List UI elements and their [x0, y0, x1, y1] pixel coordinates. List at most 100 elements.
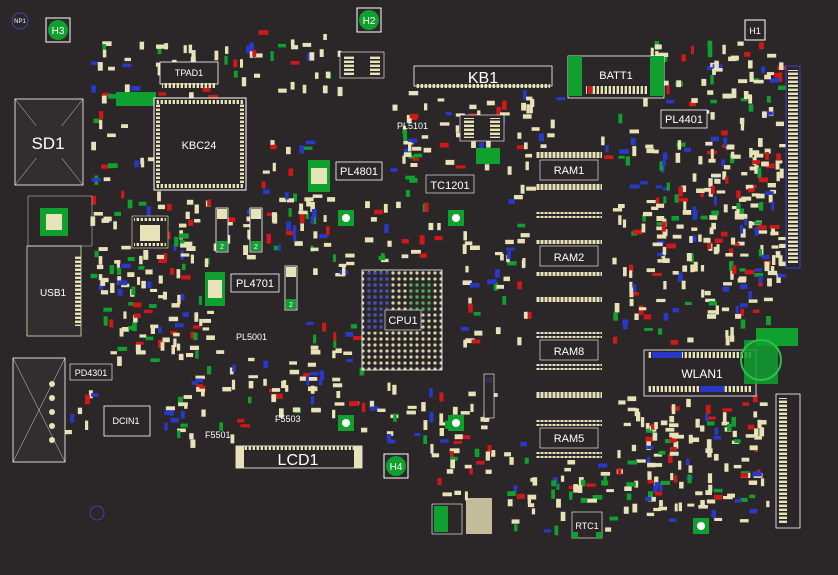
- passive-pad: [485, 469, 492, 474]
- passive-pad: [775, 251, 781, 258]
- passive-pad: [491, 393, 498, 397]
- svg-text:USB1: USB1: [40, 288, 67, 299]
- passive-pad: [672, 308, 679, 313]
- ram1-chip: RAM1: [536, 152, 602, 218]
- passive-pad: [262, 170, 270, 174]
- wlan1-module: WLAN1: [643, 328, 798, 397]
- svg-text:RAM2: RAM2: [554, 252, 585, 264]
- passive-pad: [307, 53, 311, 61]
- passive-pad: [145, 269, 153, 275]
- tpad1-connector: TPAD1: [159, 61, 219, 88]
- passive-pad: [85, 394, 90, 405]
- passive-pad: [392, 104, 398, 111]
- svg-text:RAM1: RAM1: [554, 165, 585, 177]
- passive-pad: [651, 423, 656, 430]
- passive-pad: [189, 433, 194, 440]
- passive-pad: [613, 336, 618, 344]
- passive-pad: [740, 497, 748, 502]
- passive-pad: [119, 328, 124, 337]
- passive-pad: [258, 30, 269, 35]
- passive-pad: [455, 165, 466, 169]
- passive-pad: [403, 129, 408, 139]
- passive-pad: [707, 310, 716, 314]
- passive-pad: [157, 191, 161, 202]
- passive-pad: [453, 440, 463, 444]
- passive-pad: [319, 370, 325, 381]
- passive-pad: [263, 189, 270, 195]
- passive-pad: [765, 191, 774, 195]
- passive-pad: [477, 110, 481, 119]
- passive-pad: [139, 255, 143, 265]
- passive-pad: [202, 318, 211, 323]
- passive-pad: [652, 273, 662, 276]
- passive-pad: [658, 52, 669, 57]
- hole-h2: H2: [356, 7, 382, 33]
- passive-pad: [468, 303, 473, 313]
- passive-pad: [691, 235, 697, 242]
- passive-pad: [724, 463, 729, 472]
- passive-pad: [195, 350, 199, 359]
- passive-pad: [350, 324, 358, 329]
- passive-pad: [744, 52, 751, 57]
- passive-pad: [286, 146, 291, 155]
- passive-pad: [655, 185, 662, 189]
- svg-text:NP1: NP1: [14, 19, 26, 25]
- passive-pad: [662, 159, 666, 166]
- passive-pad: [706, 416, 716, 420]
- passive-pad: [332, 409, 336, 419]
- passive-pad: [677, 272, 683, 282]
- passive-pad: [502, 100, 507, 110]
- passive-pad: [271, 394, 277, 403]
- passive-pad: [741, 457, 750, 462]
- passive-pad: [191, 381, 199, 385]
- svg-text:CPU1: CPU1: [388, 315, 417, 327]
- passive-pad: [705, 298, 716, 302]
- passive-pad: [726, 144, 735, 150]
- passive-pad: [556, 498, 561, 508]
- passive-pad: [327, 197, 336, 202]
- passive-pad: [158, 295, 167, 299]
- passive-pad: [560, 511, 566, 521]
- pl4701-inductor: PL4701: [205, 272, 280, 306]
- passive-pad: [626, 493, 632, 501]
- passive-pad: [97, 62, 103, 71]
- passive-pad: [405, 190, 411, 197]
- passive-pad: [601, 480, 609, 486]
- passive-pad: [705, 141, 713, 146]
- passive-pad: [336, 391, 341, 399]
- passive-pad: [383, 203, 388, 213]
- passive-pad: [150, 324, 155, 334]
- passive-pad: [176, 343, 181, 351]
- passive-pad: [513, 485, 518, 493]
- passive-pad: [692, 210, 698, 220]
- passive-pad: [303, 373, 310, 377]
- passive-pad: [146, 281, 152, 288]
- passive-pad: [638, 307, 647, 311]
- passive-pad: [756, 193, 765, 199]
- passive-pad: [778, 237, 788, 241]
- passive-pad: [681, 54, 686, 62]
- passive-pad: [183, 395, 192, 399]
- passive-pad: [732, 242, 740, 247]
- passive-pad: [192, 325, 201, 329]
- passive-pad: [663, 281, 667, 290]
- passive-pad: [673, 441, 679, 449]
- passive-pad: [469, 468, 473, 475]
- passive-pad: [252, 49, 257, 57]
- passive-pad: [669, 423, 679, 428]
- passive-pad: [618, 204, 625, 209]
- passive-pad: [681, 280, 686, 290]
- passive-pad: [740, 284, 748, 290]
- passive-pad: [91, 195, 97, 205]
- passive-pad: [495, 252, 503, 256]
- usb1-connector: USB1: [26, 245, 82, 337]
- passive-pad: [622, 323, 628, 330]
- passive-pad: [769, 78, 780, 83]
- passive-pad: [592, 495, 603, 500]
- passive-pad: [745, 434, 755, 438]
- passive-pad: [473, 311, 481, 316]
- passive-pad: [325, 71, 331, 78]
- passive-pad: [722, 286, 730, 292]
- passive-pad: [408, 141, 412, 152]
- passive-pad: [213, 243, 218, 251]
